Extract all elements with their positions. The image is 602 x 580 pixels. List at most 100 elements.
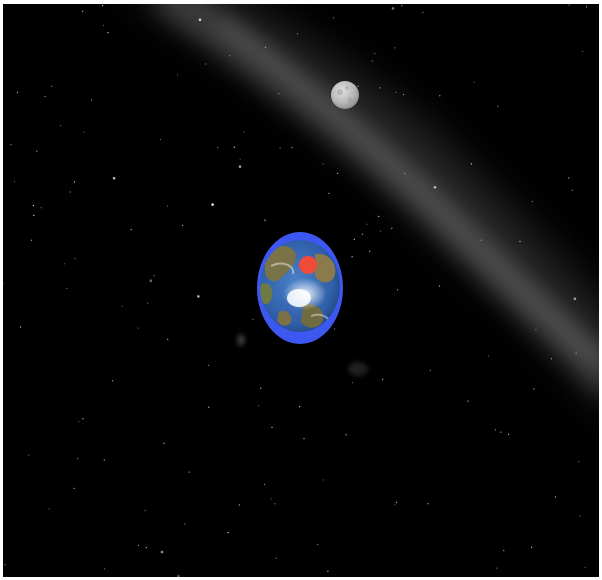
star — [366, 223, 368, 225]
star — [422, 11, 424, 13]
star — [167, 338, 169, 340]
star — [239, 158, 241, 160]
space-viewport[interactable] — [3, 4, 599, 577]
star — [137, 327, 139, 329]
star — [328, 192, 330, 194]
star — [433, 186, 437, 189]
star — [40, 207, 42, 209]
star — [303, 438, 305, 440]
star — [107, 32, 109, 34]
star — [429, 369, 431, 371]
star — [500, 431, 502, 433]
earth[interactable] — [259, 240, 340, 332]
star — [197, 295, 200, 298]
star — [361, 233, 363, 235]
star — [145, 547, 147, 549]
star — [177, 74, 179, 76]
star — [270, 498, 272, 500]
star — [327, 570, 329, 572]
star — [90, 99, 93, 101]
star — [28, 454, 30, 456]
star — [263, 483, 266, 485]
star — [369, 250, 371, 252]
star — [396, 501, 398, 503]
star — [274, 503, 276, 505]
star — [508, 433, 510, 435]
star — [380, 230, 382, 232]
star — [351, 382, 354, 384]
star — [351, 256, 353, 258]
star — [568, 4, 570, 6]
star — [382, 378, 384, 380]
star — [568, 177, 570, 179]
star — [163, 442, 165, 444]
star — [519, 240, 521, 242]
star — [391, 227, 393, 229]
star — [578, 461, 580, 463]
star — [227, 532, 229, 534]
star — [188, 471, 190, 473]
moon[interactable] — [331, 81, 359, 109]
star — [3, 282, 4, 284]
star — [395, 91, 397, 93]
star — [16, 91, 19, 94]
star — [438, 285, 441, 287]
star — [103, 459, 105, 461]
star — [198, 18, 202, 22]
star — [332, 17, 335, 19]
star — [205, 63, 207, 65]
star — [144, 510, 146, 512]
star — [74, 257, 76, 260]
star — [582, 50, 584, 53]
star — [10, 144, 12, 146]
location-marker[interactable] — [299, 256, 317, 274]
star — [208, 406, 210, 408]
star — [104, 568, 106, 570]
star — [238, 504, 240, 506]
star — [102, 5, 104, 7]
milky-way-band — [152, 4, 599, 397]
star — [480, 239, 482, 241]
star — [322, 479, 324, 481]
space-scene[interactable] — [3, 4, 599, 577]
star — [278, 93, 280, 95]
star — [494, 429, 496, 431]
star — [130, 228, 132, 231]
star — [487, 355, 489, 357]
star — [51, 85, 53, 87]
star — [271, 426, 273, 428]
star — [243, 131, 245, 133]
star — [33, 214, 35, 216]
star — [275, 557, 277, 559]
star — [439, 95, 441, 97]
star — [391, 7, 395, 10]
star — [264, 46, 266, 48]
star — [575, 352, 577, 354]
faint-galaxy — [237, 334, 245, 346]
star — [550, 358, 553, 360]
star — [345, 434, 347, 436]
star — [397, 289, 399, 291]
star — [177, 574, 180, 577]
star-field — [3, 4, 588, 577]
star — [334, 328, 336, 330]
star — [82, 10, 84, 12]
star — [470, 163, 472, 165]
star — [44, 95, 46, 98]
star — [379, 87, 381, 89]
star — [137, 544, 140, 547]
star — [30, 239, 32, 241]
star — [69, 191, 71, 193]
star — [531, 546, 533, 548]
star — [337, 172, 339, 174]
star — [48, 508, 50, 510]
star — [4, 564, 6, 566]
star — [496, 567, 498, 569]
star — [279, 147, 281, 149]
star — [533, 388, 535, 390]
star — [149, 279, 153, 283]
star — [296, 33, 298, 35]
star — [36, 150, 38, 152]
star — [211, 203, 214, 206]
faint-galaxy — [348, 362, 368, 376]
